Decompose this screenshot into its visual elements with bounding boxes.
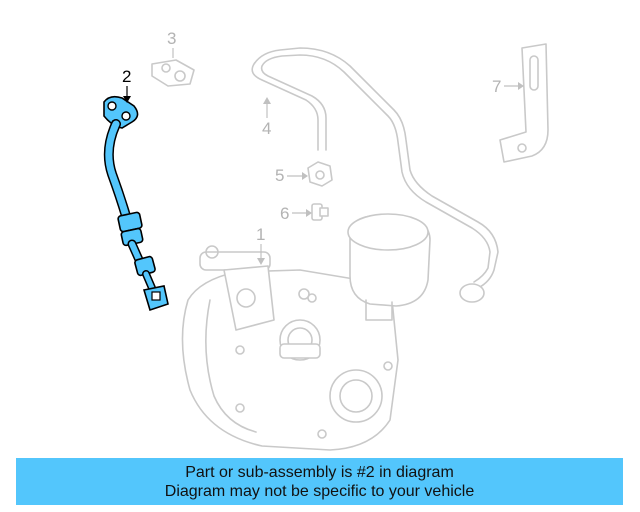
part-6-stud [311,203,329,221]
part-3-gasket [151,59,195,87]
part-1-turbocharger [181,213,431,451]
callout-3[interactable]: 3 [167,29,176,58]
parts-diagram: 3 2 4 7 5 6 1 [103,29,549,451]
callout-4[interactable]: 4 [262,97,271,138]
svg-text:5: 5 [275,166,284,185]
disclaimer-line-2: Diagram may not be specific to your vehi… [164,482,475,500]
svg-text:4: 4 [262,119,271,138]
part-7-bracket [499,43,549,163]
callout-2[interactable]: 2 [122,67,131,103]
svg-text:6: 6 [280,204,289,223]
svg-text:7: 7 [492,77,501,96]
callout-7[interactable]: 7 [492,77,524,96]
part-4-tube [251,47,499,303]
svg-text:2: 2 [122,67,131,86]
callout-6[interactable]: 6 [280,204,312,223]
part-2-oil-line [103,95,169,312]
disclaimer-line-1: Part or sub-assembly is #2 in diagram [185,463,454,481]
callout-1[interactable]: 1 [256,225,265,265]
svg-text:1: 1 [256,225,265,244]
svg-text:3: 3 [167,29,176,48]
disclaimer-banner: Part or sub-assembly is #2 in diagram Di… [16,458,623,505]
callout-5[interactable]: 5 [275,166,308,185]
part-5-nut [307,161,333,187]
